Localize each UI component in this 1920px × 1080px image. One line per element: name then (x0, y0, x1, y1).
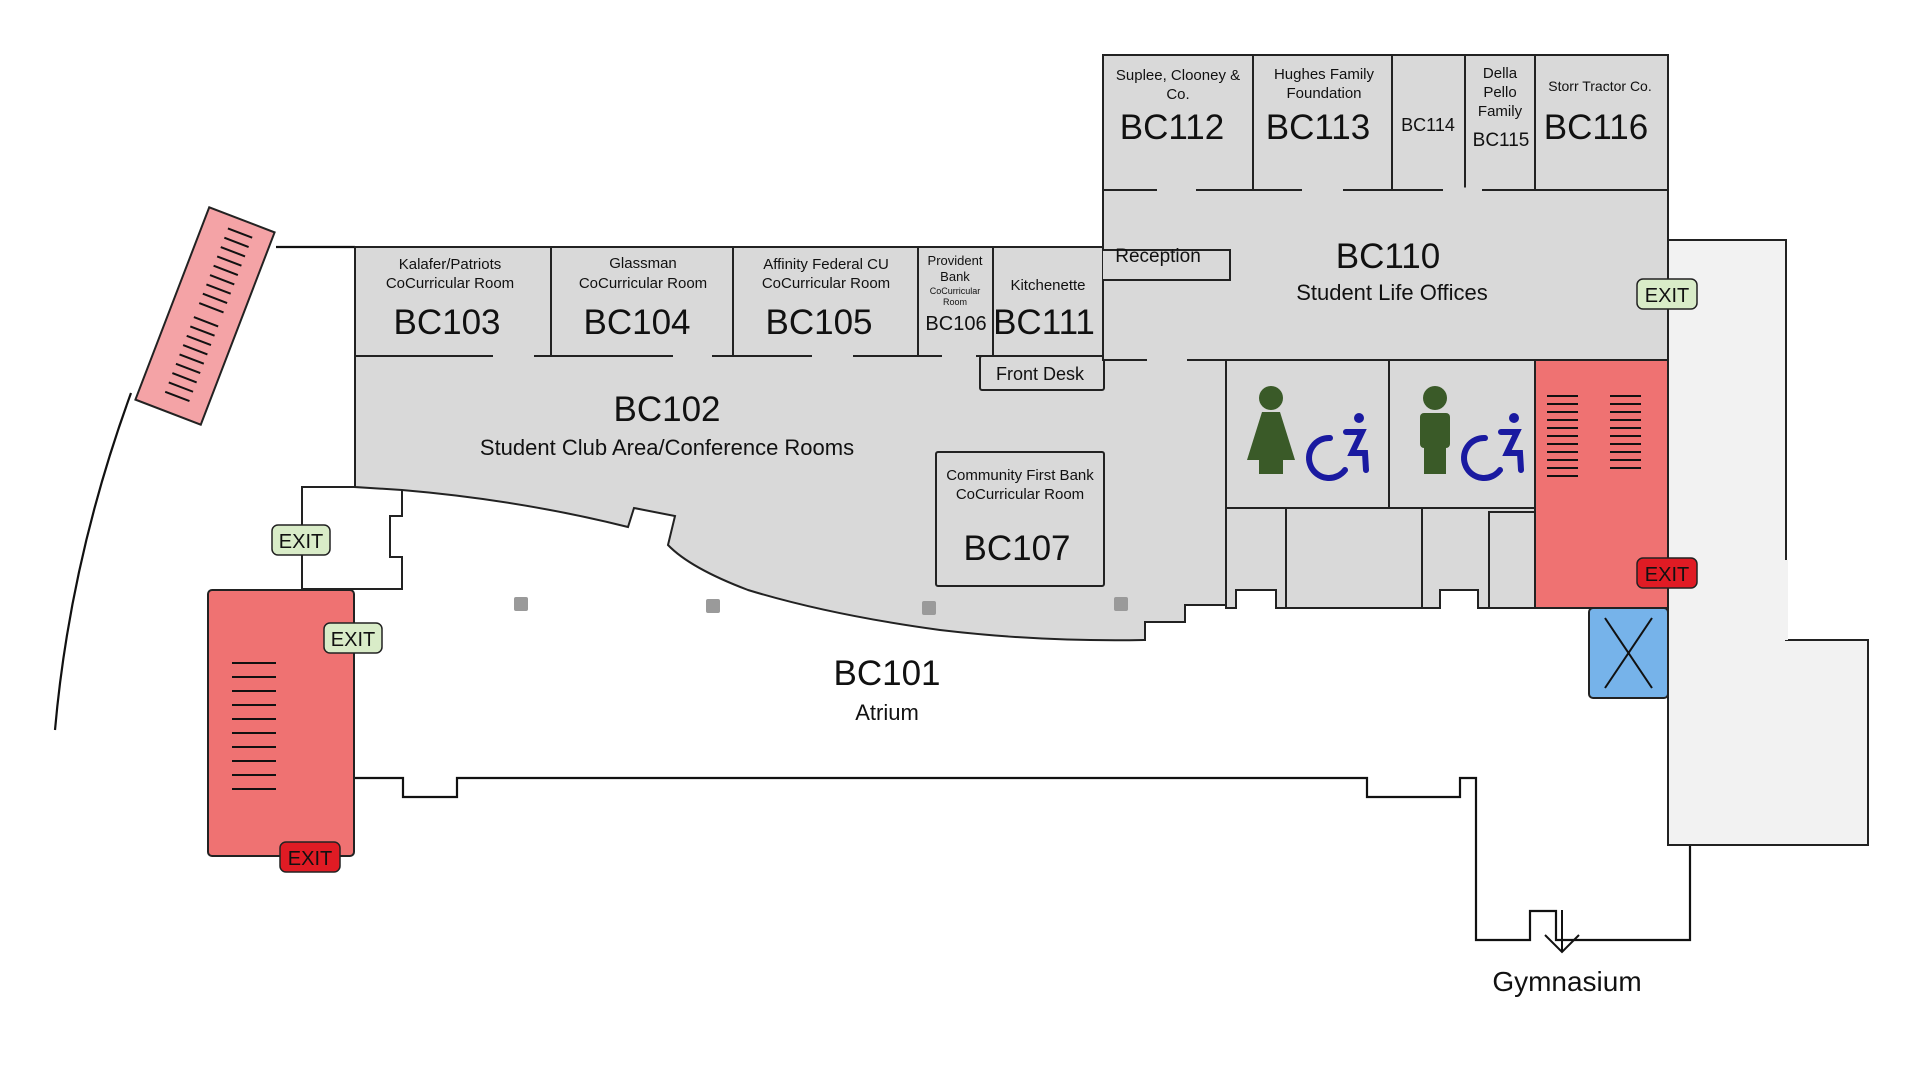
bc115-sponsor-line2: Pello (1483, 84, 1516, 101)
room-bc105[interactable] (732, 246, 919, 357)
bc103-number: BC103 (393, 303, 500, 342)
gymnasium-label: Gymnasium (1492, 966, 1641, 997)
room-bc111[interactable] (992, 246, 1104, 357)
bc106-sponsor-line4: Room (943, 297, 967, 307)
restroom-chase-2 (1488, 511, 1536, 609)
bc112-number: BC112 (1120, 108, 1224, 147)
bc111-name: Kitchenette (1010, 277, 1085, 294)
room-bc106[interactable] (917, 246, 994, 357)
door-gaps (493, 353, 1069, 449)
reception-desk[interactable] (1103, 249, 1231, 281)
elevator-icon[interactable] (1588, 607, 1669, 699)
bc116-sponsor-line1: Storr Tractor Co. (1548, 78, 1651, 94)
bc102-number: BC102 (613, 390, 720, 429)
woman-icon (1247, 386, 1295, 474)
room-bc115[interactable] (1464, 54, 1536, 191)
reception-label: Reception (1115, 246, 1201, 267)
exterior-curve-wall (53, 392, 133, 731)
svg-text:EXIT: EXIT (1645, 564, 1689, 586)
bc112-sponsor-line1: Suplee, Clooney & (1116, 67, 1240, 84)
svg-text:EXIT: EXIT (288, 848, 332, 870)
bc106-sponsor-line2: Bank (940, 269, 970, 284)
bc110-number: BC110 (1336, 237, 1440, 276)
front-desk[interactable] (979, 355, 1105, 391)
bc107-sponsor-line2: CoCurricular Room (956, 486, 1084, 503)
pink-stair-treads (164, 227, 253, 403)
svg-text:EXIT: EXIT (331, 629, 375, 651)
womens-restroom[interactable] (1225, 359, 1390, 509)
exit-sign-east-stair: EXIT (1636, 557, 1698, 589)
room-bc107[interactable] (935, 451, 1105, 587)
bc107-number: BC107 (963, 529, 1070, 568)
bc104-sponsor-line1: Glassman (609, 255, 677, 272)
columns (514, 597, 1128, 615)
bc115-sponsor-line3: Family (1478, 103, 1523, 120)
exit-sign-east-upper: EXIT (1636, 278, 1698, 310)
east-annex (1667, 239, 1869, 846)
bc114-number: BC114 (1401, 115, 1455, 135)
bc101-name: Atrium (855, 700, 919, 725)
bc104-sponsor-line2: CoCurricular Room (579, 275, 707, 292)
bc106-sponsor-line3: CoCurricular (930, 286, 981, 296)
room-bc116[interactable] (1534, 54, 1669, 191)
svg-text:EXIT: EXIT (279, 531, 323, 553)
bc106-number: BC106 (925, 313, 986, 335)
east-stair-treads (1547, 395, 1641, 477)
man-icon (1420, 386, 1450, 474)
bc101-number: BC101 (833, 654, 940, 693)
west-stair-treads (232, 662, 276, 790)
bc104-number: BC104 (583, 303, 690, 342)
bc111-number: BC111 (993, 303, 1095, 342)
bc115-number: BC115 (1473, 130, 1530, 151)
bc115-sponsor-line1: Della (1483, 65, 1518, 82)
exit-sign-west-lower: EXIT (279, 841, 341, 873)
bc110-name: Student Life Offices (1296, 280, 1488, 305)
bc112-sponsor-line2: Co. (1166, 86, 1189, 103)
room-bc113[interactable] (1252, 54, 1393, 191)
restroom-chase (1285, 507, 1423, 609)
bc103-sponsor-line1: Kalafer/Patriots (399, 256, 502, 273)
room-bc114[interactable] (1391, 54, 1466, 191)
bc113-number: BC113 (1266, 108, 1370, 147)
front-desk-label: Front Desk (996, 364, 1085, 384)
bc113-sponsor-line1: Hughes Family (1274, 66, 1375, 83)
bc113-sponsor-line2: Foundation (1286, 85, 1361, 102)
bc107-sponsor-line1: Community First Bank (946, 467, 1094, 484)
bc105-sponsor-line2: CoCurricular Room (762, 275, 890, 292)
pink-stairwell (134, 206, 276, 426)
wheelchair-icon (1306, 413, 1369, 481)
exit-sign-west-upper: EXIT (271, 524, 331, 556)
bc116-number: BC116 (1544, 108, 1648, 147)
room-bc103[interactable] (354, 246, 552, 357)
bc105-sponsor-line1: Affinity Federal CU (763, 256, 889, 273)
bc106-sponsor-line1: Provident (928, 253, 983, 268)
svg-text:EXIT: EXIT (1645, 285, 1689, 307)
bc102-name: Student Club Area/Conference Rooms (480, 435, 854, 460)
room-bc112[interactable] (1102, 54, 1254, 191)
arrow-down-icon (1544, 910, 1580, 954)
exit-sign-west-mid: EXIT (323, 622, 383, 654)
bc103-sponsor-line2: CoCurricular Room (386, 275, 514, 292)
bc105-number: BC105 (765, 303, 872, 342)
wheelchair-icon-2 (1461, 413, 1524, 481)
atrium-outline (354, 776, 1692, 942)
